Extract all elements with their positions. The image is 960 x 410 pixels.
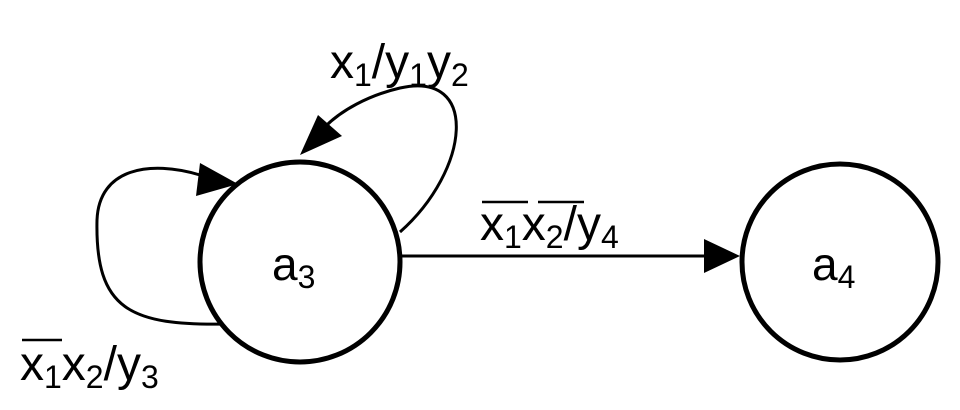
self-loop-left-arrowhead (196, 163, 238, 196)
self-loop-top-label: x1/y1y2 (330, 36, 469, 93)
self-loop-left-edge (95, 166, 229, 326)
state-a4: a4 (739, 161, 941, 363)
transition-a3-a4-label: x1x2/y4 (480, 198, 619, 255)
self-loop-top-edge (320, 84, 458, 234)
state-a3-label: a3 (272, 238, 315, 295)
state-a4-label: a4 (812, 238, 855, 295)
self-loop-top-arrowhead (300, 115, 342, 155)
state-a4-circle (739, 161, 941, 363)
self-loop-left-label: x1x2/y3 (20, 338, 159, 395)
state-a3: a3 (197, 159, 403, 365)
state-a3-circle (197, 159, 403, 365)
transition-a3-a4-arrowhead (704, 239, 740, 273)
